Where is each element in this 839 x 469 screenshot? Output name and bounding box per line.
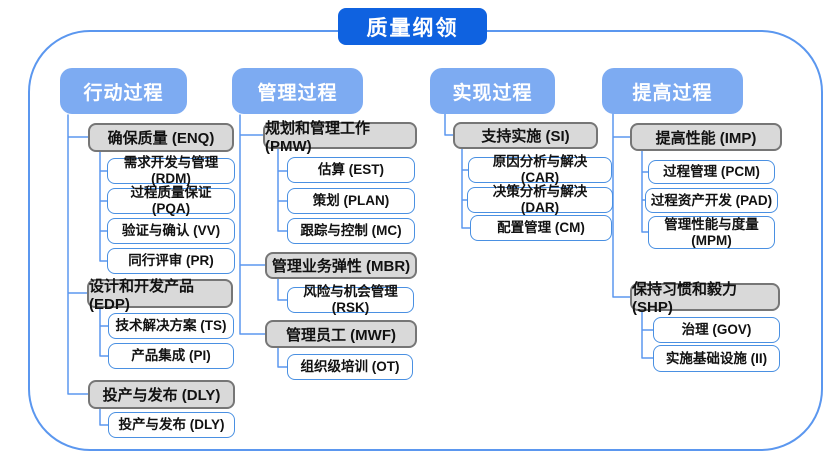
connector-col3-spine [444,113,454,136]
node-dly: 投产与发布 (DLY) [108,412,235,438]
node-imp: 提高性能 (IMP) [630,123,782,151]
node-dly-group: 投产与发布 (DLY) [88,380,235,409]
node-mwf: 管理员工 (MWF) [265,320,417,348]
node-mpm: 管理性能与度量 (MPM) [648,216,775,249]
node-ts: 技术解决方案 (TS) [108,313,234,339]
node-mc: 跟踪与控制 (MC) [287,218,415,244]
node-pr: 同行评审 (PR) [107,248,235,274]
connector-pmw-children [277,148,288,232]
column-header-improvement-process: 提高过程 [602,68,743,114]
node-gov: 治理 (GOV) [653,317,780,343]
column-header-action-process: 行动过程 [60,68,187,114]
connector-enq-children [99,151,108,262]
column-header-management-process: 管理过程 [232,68,363,114]
node-rsk: 风险与机会管理 (RSK) [287,284,414,315]
connector-col1-spine [67,114,89,395]
connector-imp-children [641,150,649,233]
connector-dly-children [99,408,109,426]
node-pmw: 规划和管理工作 (PMW) [263,120,417,155]
connector-shp-children [641,310,654,359]
node-plan: 策划 (PLAN) [287,188,415,214]
node-pcm: 过程管理 (PCM) [648,160,775,184]
node-si: 支持实施 (SI) [453,122,598,149]
node-mbr: 管理业务弹性 (MBR) [265,252,417,279]
node-shp: 保持习惯和毅力 (SHP) [630,281,780,316]
node-pi: 产品集成 (PI) [108,343,234,369]
node-edp: 设计和开发产品 (EDP) [87,278,233,313]
node-cm: 配置管理 (CM) [470,215,612,241]
connector-col4-spine [612,112,631,298]
node-ot: 组织级培训 (OT) [287,354,413,380]
connector-mwf-children [277,347,288,368]
connector-si-children [461,148,471,229]
node-pad: 过程资产开发 (PAD) [645,188,778,213]
connector-mbr-children [277,278,288,301]
connector-edp-children [99,307,109,357]
node-car: 原因分析与解决 (CAR) [468,154,612,185]
node-est: 估算 (EST) [287,157,415,183]
connector-col2-spine [239,114,266,335]
node-vv: 验证与确认 (VV) [107,218,235,244]
node-ii: 实施基础设施 (II) [653,345,780,372]
diagram-title: 质量纲领 [338,8,487,45]
node-dar: 决策分析与解决 (DAR) [467,184,613,215]
node-pqa: 过程质量保证 (PQA) [107,185,235,216]
node-enq: 确保质量 (ENQ) [88,123,234,152]
node-rdm: 需求开发与管理 (RDM) [107,155,235,186]
column-header-realization-process: 实现过程 [430,68,555,114]
